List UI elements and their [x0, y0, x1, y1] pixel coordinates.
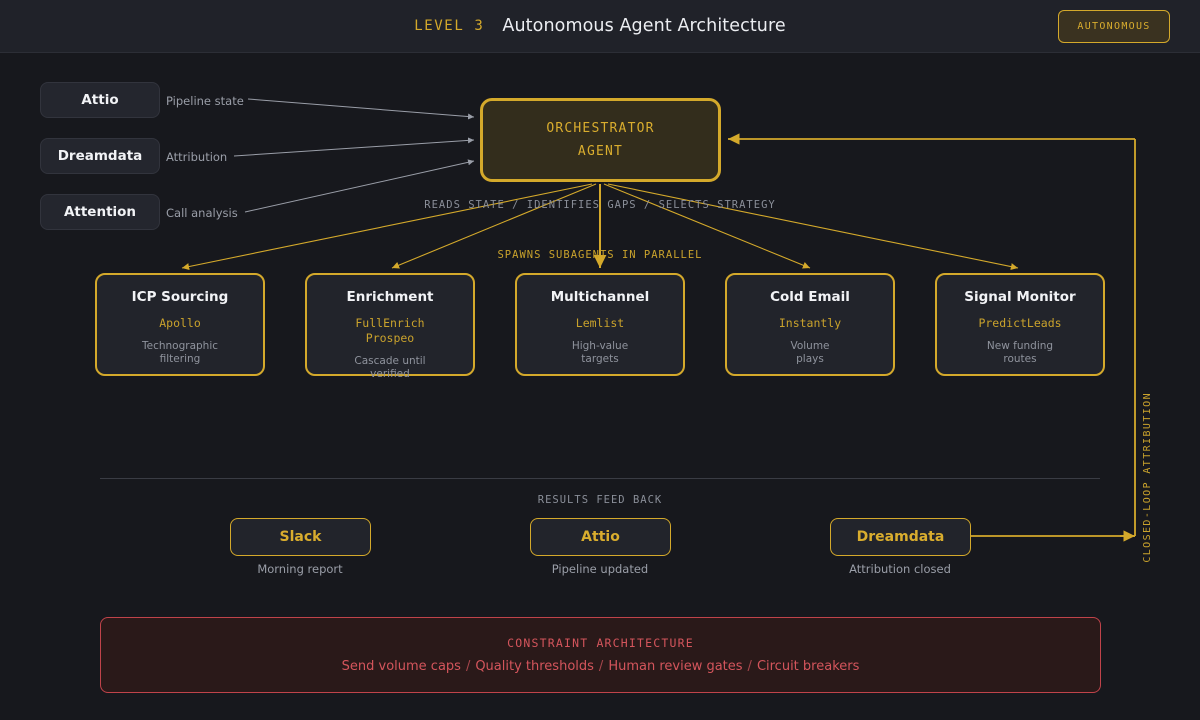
constraint-architecture-panel: CONSTRAINT ARCHITECTURE Send volume caps… — [100, 617, 1101, 693]
subagent-tools: Instantly — [778, 316, 842, 330]
app-header: LEVEL 3 Autonomous Agent Architecture AU… — [0, 0, 1200, 53]
subagent-tools: Apollo — [159, 316, 201, 330]
output-node-attio[interactable]: Attio — [530, 518, 671, 556]
output-caption-slack: Morning report — [257, 562, 343, 576]
constraint-item: Circuit breakers — [756, 659, 860, 674]
status-badge-label: AUTONOMOUS — [1077, 21, 1151, 32]
edge-label-call-analysis: Call analysis — [166, 206, 238, 220]
section-divider — [100, 478, 1100, 479]
level-tag: LEVEL 3 — [414, 18, 485, 34]
output-node-dreamdata[interactable]: Dreamdata — [830, 518, 971, 556]
subagent-title: Cold Email — [770, 289, 850, 305]
subagent-title: Signal Monitor — [964, 289, 1076, 305]
output-node-label: Dreamdata — [856, 529, 945, 545]
source-node-label: Attention — [63, 204, 137, 220]
source-node-attention[interactable]: Attention — [40, 194, 160, 230]
subagent-title: Multichannel — [550, 289, 650, 305]
constraint-separator: / — [598, 659, 604, 674]
constraint-items: Send volume caps / Quality thresholds / Huma… — [342, 659, 860, 674]
page-title: Autonomous Agent Architecture — [502, 16, 786, 36]
constraint-item: Send volume caps — [341, 659, 461, 674]
source-node-label: Attio — [81, 92, 119, 108]
edge-label-pipeline-state: Pipeline state — [166, 94, 244, 108]
source-node-dreamdata[interactable]: Dreamdata — [40, 138, 160, 174]
constraint-item: Quality thresholds — [475, 659, 594, 674]
status-badge[interactable]: AUTONOMOUS — [1058, 10, 1170, 43]
output-node-label: Attio — [581, 529, 620, 545]
subagent-tools: Lemlist — [575, 316, 625, 330]
output-node-label: Slack — [279, 529, 322, 545]
subagent-title: ICP Sourcing — [131, 289, 229, 305]
constraint-title: CONSTRAINT ARCHITECTURE — [507, 636, 694, 650]
edge-label-attribution: Attribution — [166, 150, 228, 164]
closed-loop-attribution-label: CLOSED-LOOP ATTRIBUTION — [1142, 392, 1153, 563]
header-title-group: LEVEL 3 Autonomous Agent Architecture — [0, 0, 1200, 52]
constraint-item: Human review gates — [608, 659, 743, 674]
subagent-tools: PredictLeads — [978, 316, 1062, 330]
subagent-title: Enrichment — [346, 289, 434, 305]
output-caption-dreamdata: Attribution closed — [849, 562, 951, 576]
source-node-attio[interactable]: Attio — [40, 82, 160, 118]
results-feed-back-label: RESULTS FEED BACK — [537, 494, 663, 506]
orchestrator-line-1: ORCHESTRATOR — [546, 121, 655, 136]
orchestrator-agent-node[interactable]: ORCHESTRATOR AGENT — [480, 98, 721, 182]
orchestrator-line-2: AGENT — [577, 144, 624, 159]
spawn-label: SPAWNS SUBAGENTS IN PARALLEL — [497, 249, 703, 261]
source-node-label: Dreamdata — [57, 148, 143, 164]
constraint-separator: / — [747, 659, 752, 674]
output-caption-attio: Pipeline updated — [551, 562, 649, 576]
output-node-slack[interactable]: Slack — [230, 518, 371, 556]
process-steps-label: READS STATE / IDENTIFIES GAPS / SELECTS … — [424, 199, 776, 211]
constraint-separator: / — [465, 659, 471, 674]
